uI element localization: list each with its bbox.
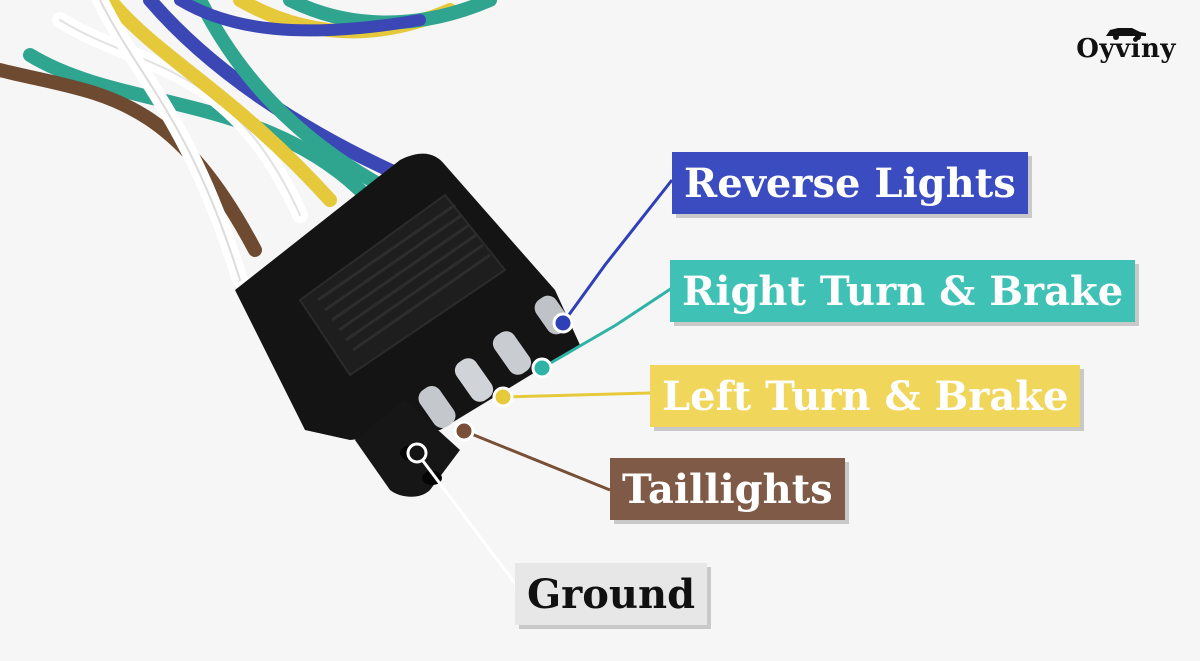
wire-bundle xyxy=(0,0,497,288)
brand-name: Oyviny xyxy=(1076,34,1176,64)
brand-logo: Oyviny xyxy=(1056,22,1176,70)
label-ground: Ground xyxy=(515,563,708,625)
car-icon xyxy=(1106,28,1146,40)
leader-lines xyxy=(415,179,674,591)
label-left-turn-brake: Left Turn & Brake xyxy=(650,365,1081,427)
label-taillights: Taillights xyxy=(610,458,845,520)
pin-markers xyxy=(406,312,574,464)
label-reverse-lights: Reverse Lights xyxy=(672,152,1028,214)
label-right-turn-brake: Right Turn & Brake xyxy=(670,260,1136,322)
connector-body xyxy=(235,153,580,497)
